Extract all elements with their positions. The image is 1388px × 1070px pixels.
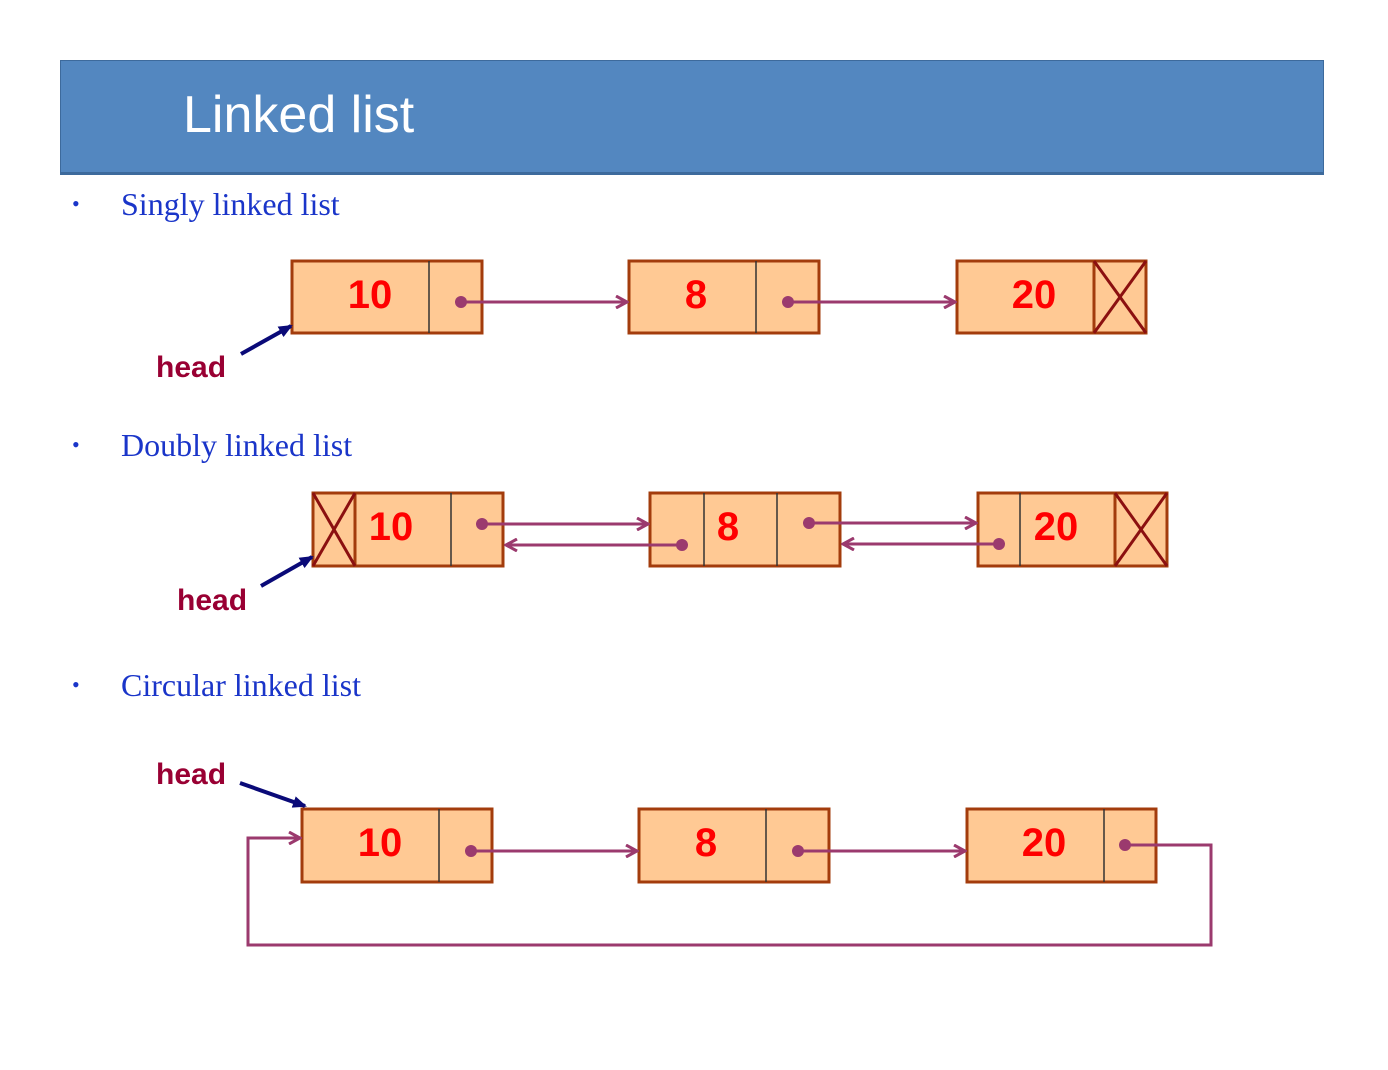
bullet-dot-icon: • bbox=[72, 432, 80, 457]
pointer-arrow bbox=[465, 845, 637, 857]
head-arrow-icon bbox=[260, 555, 314, 588]
pointer-arrow bbox=[792, 845, 965, 857]
head-arrow-icon bbox=[239, 781, 307, 808]
prev-pointer-arrow bbox=[843, 538, 1005, 550]
node-value: 20 bbox=[1022, 821, 1067, 865]
pointer-arrow bbox=[455, 296, 627, 308]
section-label-doubly: Doubly linked list bbox=[121, 427, 353, 463]
doubly-node-2: 8 bbox=[648, 491, 842, 568]
node-value: 10 bbox=[358, 821, 403, 865]
circular-node-1: 10 bbox=[300, 807, 494, 884]
bullet-dot-icon: • bbox=[72, 191, 80, 216]
doubly-node-3: 20 bbox=[976, 491, 1169, 568]
head-label: head bbox=[177, 584, 247, 617]
singly-node-1: 10 bbox=[290, 259, 484, 335]
node-value: 8 bbox=[695, 821, 717, 865]
null-cross-icon bbox=[1092, 260, 1148, 334]
node-value: 20 bbox=[1034, 505, 1079, 549]
node-box bbox=[648, 491, 842, 568]
node-box bbox=[311, 491, 505, 568]
doubly-node-1: 10 bbox=[311, 491, 505, 568]
null-cross-icon bbox=[311, 492, 357, 567]
node-value: 8 bbox=[685, 273, 707, 317]
node-value: 20 bbox=[1012, 273, 1057, 317]
circular-node-2: 8 bbox=[637, 807, 831, 884]
title-bar: Linked list bbox=[60, 60, 1324, 175]
node-box bbox=[637, 807, 831, 884]
circular-list: 10 8 20 head bbox=[156, 758, 1213, 947]
node-value: 10 bbox=[369, 505, 414, 549]
node-box bbox=[955, 259, 1148, 335]
prev-pointer-arrow bbox=[506, 539, 688, 551]
head-label: head bbox=[156, 351, 226, 384]
section-label-circular: Circular linked list bbox=[121, 667, 361, 703]
section-label-singly: Singly linked list bbox=[121, 186, 340, 222]
node-value: 8 bbox=[717, 505, 739, 549]
singly-node-3: 20 bbox=[955, 259, 1148, 335]
singly-list: 10 8 20 head bbox=[156, 259, 1148, 384]
next-pointer-arrow bbox=[803, 517, 976, 529]
head-arrow-icon bbox=[240, 324, 293, 356]
circular-return-arrow bbox=[246, 838, 1213, 947]
pointer-arrow bbox=[782, 296, 955, 308]
head-label: head bbox=[156, 758, 226, 791]
page-title: Linked list bbox=[183, 86, 415, 144]
null-cross-icon bbox=[1113, 492, 1169, 567]
bullet-dot-icon: • bbox=[72, 672, 80, 697]
node-box bbox=[976, 491, 1169, 568]
node-box bbox=[290, 259, 484, 335]
next-pointer-arrow bbox=[476, 518, 648, 530]
doubly-list: 10 8 20 bbox=[177, 491, 1169, 617]
node-value: 10 bbox=[348, 273, 393, 317]
node-box bbox=[300, 807, 494, 884]
